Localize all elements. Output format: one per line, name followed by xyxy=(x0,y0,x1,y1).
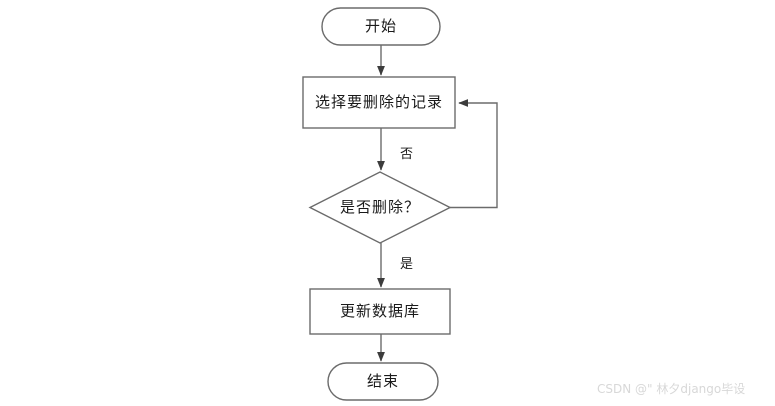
edge-label-yes: 是 xyxy=(400,257,414,272)
node-end-shape xyxy=(327,362,439,401)
node-end-label: 结束 xyxy=(366,372,399,390)
node-decision-label: 是否删除？ xyxy=(339,198,420,216)
node-select-shape xyxy=(302,76,456,129)
edge-decision-loop-to-select xyxy=(450,99,498,209)
node-start-label: 开始 xyxy=(364,17,397,35)
node-update-shape xyxy=(309,288,451,335)
node-update-label: 更新数据库 xyxy=(339,302,420,320)
node-decision-shape xyxy=(308,171,452,244)
edge-label-no: 否 xyxy=(400,147,414,162)
watermark-text: CSDN @" 林夕django毕设 xyxy=(597,382,746,396)
node-select-label: 选择要删除的记录 xyxy=(314,93,443,111)
